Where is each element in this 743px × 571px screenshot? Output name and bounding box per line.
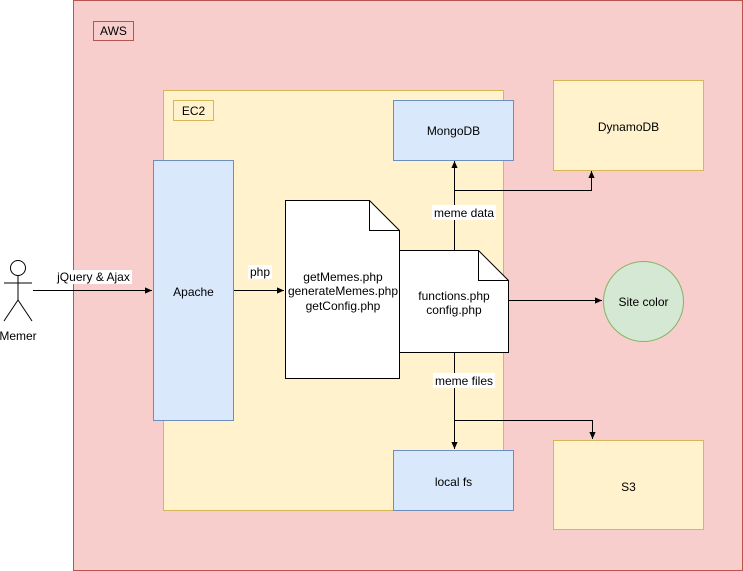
dynamodb-box: DynamoDB <box>553 80 704 171</box>
edge-label-meme-files: meme files <box>435 374 493 388</box>
local-fs-box: local fs <box>393 450 514 511</box>
edge-to-dynamodb <box>454 171 595 191</box>
mongodb-label: MongoDB <box>427 124 480 138</box>
php-endpoints-note: getMemes.php generateMemes.php getConfig… <box>285 200 400 379</box>
edges <box>33 161 602 449</box>
apache-label: Apache <box>173 285 214 299</box>
site-color-label: Site color <box>618 295 668 309</box>
functions-note: functions.php config.php <box>399 250 509 353</box>
aws-label: AWS <box>100 24 127 38</box>
func-file-1: functions.php <box>418 289 490 303</box>
edge-to-s3 <box>454 420 596 439</box>
edge-label-meme-data: meme data <box>434 206 494 220</box>
php-file-3: getConfig.php <box>306 299 381 313</box>
local-fs-label: local fs <box>435 475 472 489</box>
actor-head <box>10 260 26 276</box>
s3-box: S3 <box>553 440 704 530</box>
mongodb-box: MongoDB <box>393 100 514 161</box>
php-file-1: getMemes.php <box>303 270 383 284</box>
edge-label-jquery-ajax: jQuery & Ajax <box>56 270 130 284</box>
s3-label: S3 <box>621 480 636 494</box>
edge-labels: jQuery & Ajax php meme data meme files <box>55 205 496 388</box>
ec2-label: EC2 <box>182 104 206 118</box>
dynamodb-label: DynamoDB <box>598 120 659 134</box>
actor-label: Memer <box>0 329 37 343</box>
func-file-2: config.php <box>426 303 482 317</box>
apache-box: Apache <box>153 160 234 421</box>
php-file-2: generateMemes.php <box>288 284 398 298</box>
aws-label-box <box>93 21 134 41</box>
actor-memer <box>3 260 33 322</box>
ec2-label-box <box>173 100 214 121</box>
site-color-circle: Site color <box>603 261 684 342</box>
edge-label-php: php <box>250 265 270 279</box>
